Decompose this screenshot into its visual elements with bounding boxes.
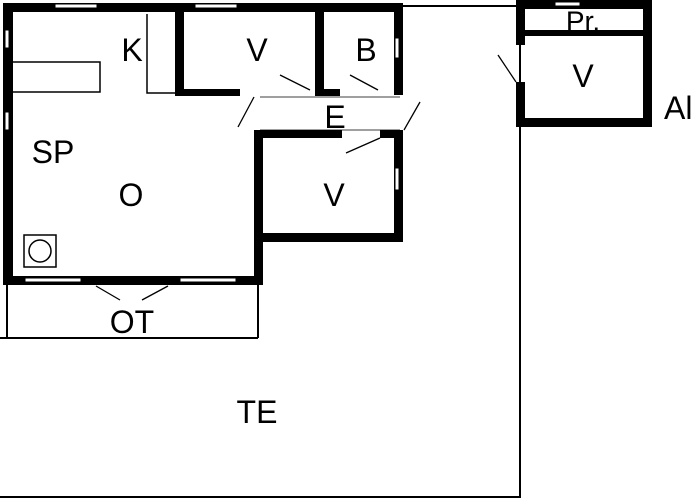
room-label-annex-bedroom: V (572, 58, 594, 94)
room-label-terrace: TE (237, 394, 278, 430)
terrace-outline (0, 5, 521, 498)
room-label-bedroom-top: V (246, 32, 268, 68)
room-label-entrance: E (324, 99, 345, 135)
room-label-porch: OT (110, 304, 154, 340)
room-label-bathroom: B (355, 32, 376, 68)
room-label-kitchen: K (121, 32, 142, 68)
annex-label: Al (664, 90, 692, 126)
porch-outline (6, 282, 259, 338)
windows (4, 1, 581, 283)
annex-walls (516, 0, 652, 127)
room-label-bedroom-lower: V (323, 177, 345, 213)
room-label-sauna: SP (32, 134, 75, 170)
room-label-living-room: O (119, 177, 144, 213)
fireplace-icon (23, 234, 57, 268)
room-label-annex-storage: Pr. (566, 6, 600, 37)
doors (94, 54, 517, 301)
